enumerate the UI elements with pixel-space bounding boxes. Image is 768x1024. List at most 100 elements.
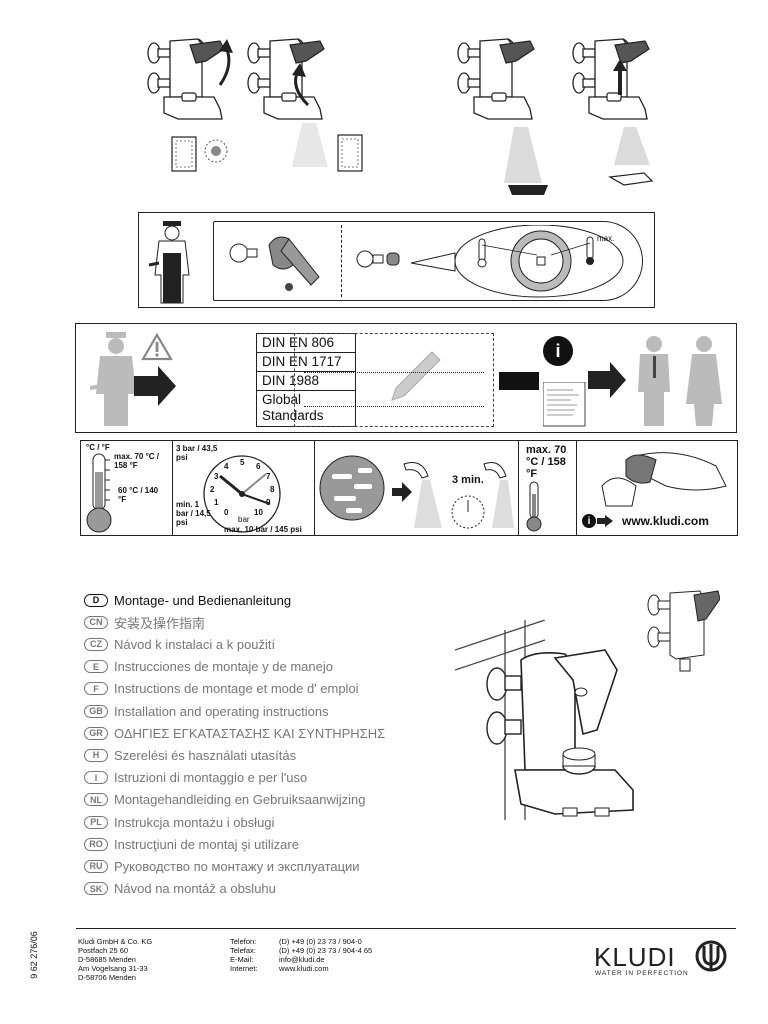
language-code-badge: D (84, 593, 108, 607)
standard-din-1988: DIN 1988 (256, 371, 356, 391)
language-label: Montagehandleiding en Gebruiksaanwijzing (114, 792, 366, 808)
language-item[interactable]: F Instructions de montage et mode d' empl… (84, 679, 359, 699)
address-line: D-58706 Menden (78, 973, 136, 982)
language-label: Návod na montáž a obsluhu (114, 881, 276, 897)
product-illustration-small (647, 590, 720, 672)
contact-phone: (D) +49 (0) 23 73 / 904-0 (279, 937, 362, 946)
brand-name: KLUDI (594, 942, 676, 972)
brand-mark-icon (695, 940, 727, 972)
contact-email[interactable]: info@kludi.de (279, 955, 325, 964)
pressure-unit: bar (238, 515, 250, 524)
contact-website[interactable]: www.kludi.com (279, 964, 329, 973)
language-label: Montage- und Bedienanleitung (114, 592, 292, 608)
language-label: Instrucciones de montaje y de manejo (114, 659, 333, 675)
dial-7: 7 (266, 472, 271, 481)
language-label: Руководство по монтажу и эксплуатации (114, 858, 360, 874)
language-label: Instrucţiuni de montaj şi utilizare (114, 836, 299, 852)
pen-icon (391, 351, 441, 401)
product-illustration-large (455, 620, 634, 820)
language-code-badge: NL (84, 793, 108, 807)
language-code-badge: CN (84, 615, 108, 629)
contact-fax: (D) +49 (0) 23 73 / 904-4 65 (279, 946, 373, 955)
brand-tagline: WATER IN PERFECTION (595, 970, 689, 977)
language-item[interactable]: D Montage- und Bedienanleitung (84, 590, 291, 610)
dial-1: 1 (214, 498, 219, 507)
installer-figure (149, 221, 190, 304)
website-link[interactable]: www.kludi.com (622, 514, 709, 528)
contact-label: Telefax: (230, 946, 256, 955)
flush-panel: 3 min. (314, 440, 519, 536)
dial-5: 5 (240, 458, 245, 467)
language-item[interactable]: SK Návod na montáž a obsluhu (84, 879, 276, 899)
black-bar (499, 372, 539, 390)
hot-water-panel: max. 70 °C / 158 °F (518, 440, 577, 536)
cleaning-illustration (601, 452, 727, 507)
max-label: max. (597, 234, 615, 243)
signature-box (294, 333, 494, 427)
flush-duration: 3 min. (452, 474, 484, 486)
operation-illustrations (147, 38, 654, 195)
flush-illustration (319, 455, 514, 529)
installer-silhouette (90, 332, 136, 426)
hot-thermometer-icon (526, 481, 542, 532)
language-code-badge: F (84, 682, 108, 696)
cartridge-parts (229, 236, 320, 291)
language-code-badge: CZ (84, 637, 108, 651)
language-code-badge: I (84, 771, 108, 785)
hot-water-max: max. 70 °C / 158 °F (526, 444, 567, 480)
language-label: ΟΔΗΓΙΕΣ ΕΓΚΑΤΑΣΤΑΣΗΣ ΚΑΙ ΣΥΝΤΗΡΗΣΗΣ (114, 725, 386, 741)
contact-label: Telefon: (230, 937, 257, 946)
cartridge-box (213, 221, 643, 301)
language-item[interactable]: NL Montagehandleiding en Gebruiksaanwijzi… (84, 790, 366, 810)
warning-icon (141, 333, 173, 361)
user-figures (638, 336, 722, 426)
care-panel: i www.kludi.com (576, 440, 738, 536)
temperature-unit: °C / °F (86, 443, 110, 452)
kludi-logo: KLUDI WATER IN PERFECTION (594, 940, 734, 980)
dial-8: 8 (270, 485, 275, 494)
language-item[interactable]: RO Instrucţiuni de montaj şi utilizare (84, 834, 299, 854)
arrow-right-icon (134, 366, 176, 406)
tech-panels-row (80, 440, 738, 536)
temperature-recommended: 60 °C / 140 °F (118, 486, 159, 504)
address-line: D-58685 Menden (78, 955, 136, 964)
pressure-min: min. 1 bar / 14,5 psi (176, 500, 211, 527)
document-icon (543, 382, 586, 427)
language-label: Návod k instalaci a k použití (114, 636, 276, 652)
language-code-badge: RO (84, 837, 108, 851)
language-label: Instructions de montage et mode d' emplo… (114, 681, 359, 697)
dial-3: 3 (214, 472, 219, 481)
language-code-badge: GR (84, 726, 108, 740)
info-icon-text: i (555, 340, 561, 361)
arrow-right-icon-2 (588, 362, 626, 398)
dial-2: 2 (210, 485, 215, 494)
right-arrow-small-icon (597, 515, 613, 527)
language-label: Instrukcja montażu i obsługi (114, 814, 275, 830)
footer-address: Kludi GmbH & Co. KG Postfach 25 60 D-586… (78, 937, 152, 982)
language-code-badge: RU (84, 859, 108, 873)
doc-number: 9 62 276/06 (29, 931, 39, 979)
language-item[interactable]: GR ΟΔΗΓΙΕΣ ΕΓΚΑΤΑΣΤΑΣΗΣ ΚΑΙ ΣΥΝΤΗΡΗΣΗΣ (84, 723, 385, 743)
address-line: Postfach 25 60 (78, 946, 129, 955)
language-code-badge: SK (84, 882, 108, 896)
language-item[interactable]: CZ Návod k instalaci a k použití (84, 634, 275, 654)
address-line: Kludi GmbH & Co. KG (78, 937, 153, 946)
language-item[interactable]: RU Руководство по монтажу и эксплуатации (84, 856, 360, 876)
temperature-max: max. 70 °C / 158 °F (114, 452, 159, 470)
info-arrow-icon: i (582, 514, 596, 528)
footer-contact-labels: Telefon: Telefax: E-Mail: Internet: (230, 937, 258, 973)
language-code-badge: H (84, 748, 108, 762)
language-code-badge: GB (84, 704, 108, 718)
dial-0: 0 (224, 508, 229, 517)
temperature-panel: °C / °F max. 70 °C / 158 °F 60 °C / 140 … (80, 440, 173, 536)
dial-10: 10 (254, 508, 263, 517)
cartridge-panel: max. (138, 212, 655, 308)
dial-4: 4 (224, 462, 229, 471)
info-arrow-icon-text: i (587, 515, 591, 527)
